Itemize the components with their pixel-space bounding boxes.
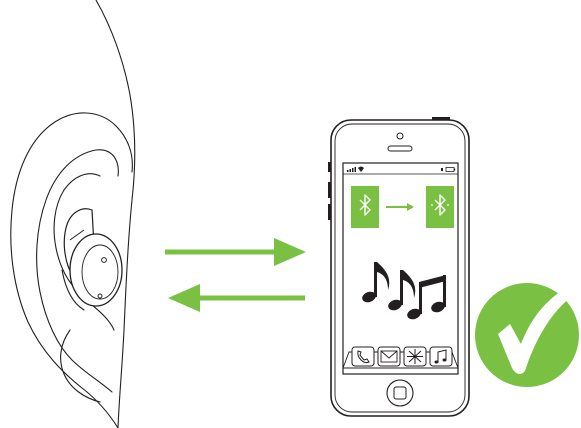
app-dock bbox=[343, 347, 458, 368]
arrow-left-icon bbox=[168, 284, 305, 312]
head-outline bbox=[96, 0, 135, 428]
checkmark-icon bbox=[475, 283, 579, 387]
music-app-icon bbox=[430, 347, 452, 366]
phone-call-icon bbox=[352, 347, 374, 366]
home-button bbox=[387, 380, 413, 406]
compass-icon bbox=[404, 347, 426, 366]
earbud-icon bbox=[64, 209, 122, 306]
bluetooth-source-tile bbox=[351, 186, 379, 228]
smartphone-icon bbox=[328, 117, 469, 416]
bluetooth-target-tile bbox=[426, 186, 454, 228]
mail-icon bbox=[378, 347, 400, 366]
ear-lobe bbox=[61, 330, 100, 402]
arrow-right-icon bbox=[165, 238, 306, 266]
